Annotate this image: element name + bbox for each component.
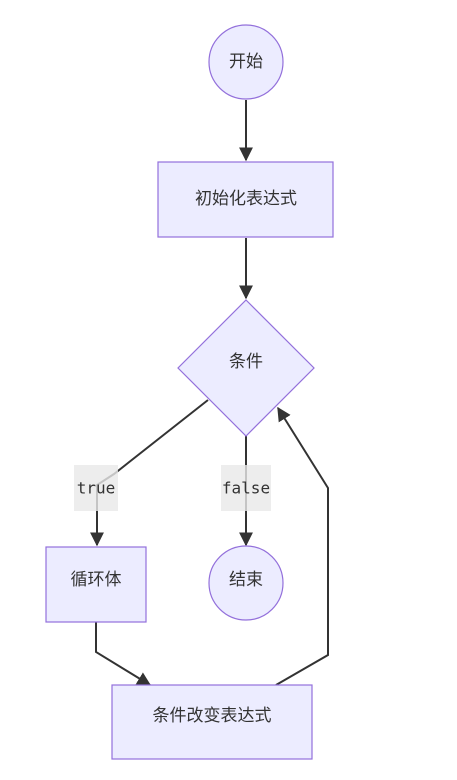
node-end-label: 结束: [229, 570, 263, 590]
edge-label-true: true: [74, 465, 118, 511]
edge-label-false-text: false: [222, 479, 270, 498]
node-condition: 条件: [177, 299, 315, 437]
node-init-label: 初始化表达式: [195, 189, 297, 209]
edge-label-true-text: true: [77, 479, 116, 498]
node-condition-label: 条件: [229, 352, 263, 372]
node-update: 条件改变表达式: [111, 684, 313, 760]
edge-update-to-condition: [275, 406, 329, 686]
node-body-label: 循环体: [71, 570, 122, 590]
node-start-label: 开始: [229, 52, 263, 72]
edge-label-false: false: [221, 465, 271, 511]
node-start: 开始: [208, 24, 284, 100]
node-body: 循环体: [45, 546, 147, 623]
node-update-label: 条件改变表达式: [153, 706, 272, 726]
node-init: 初始化表达式: [157, 161, 334, 238]
edge-body-to-update: [95, 622, 152, 686]
node-end: 结束: [208, 545, 284, 621]
